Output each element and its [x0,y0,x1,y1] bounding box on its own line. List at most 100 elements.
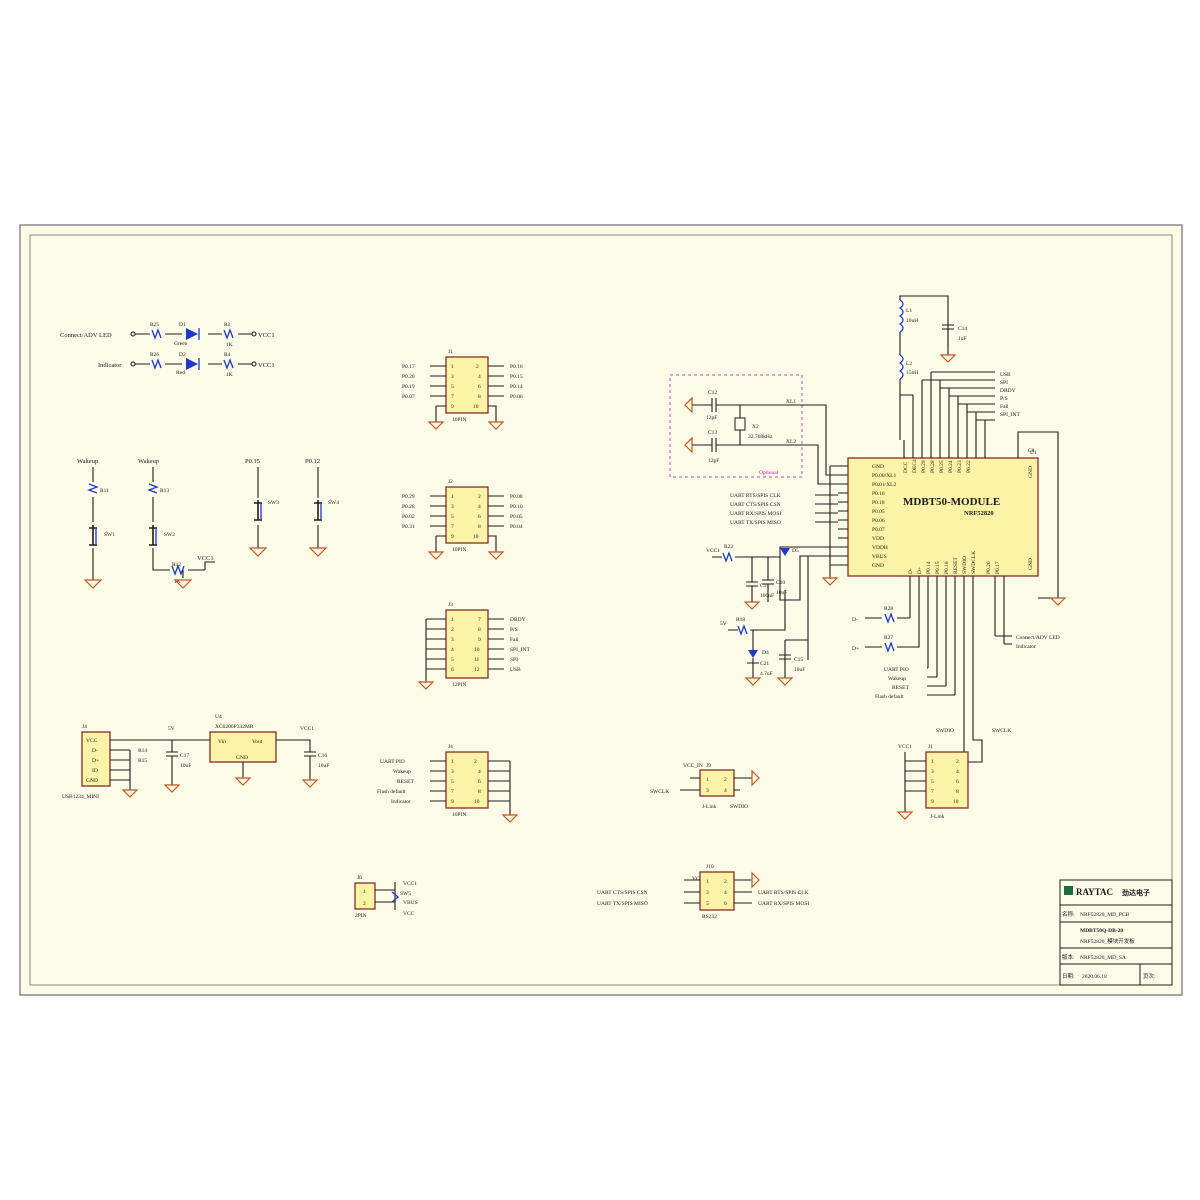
logo-text: RAYTAC [1076,887,1113,897]
pin-label: 1 [706,777,709,783]
pin-label: DEC4 [912,459,918,473]
pin-label: 3 [451,769,454,775]
r11-ref: R11 [100,488,109,494]
c16-ref: C16 [318,753,327,759]
pin-label: 1 [931,759,934,765]
j4-net: UART PIO [380,759,405,765]
j1-net: P0.06 [510,394,523,400]
net-5v: 5V [168,726,175,732]
pin-label: 4 [724,788,727,794]
pin-label: 2 [363,901,366,907]
pin-label: 7 [931,789,934,795]
r28-ref: R28 [884,606,893,612]
tb-row4-key: 日期: [1062,973,1075,980]
j2-net: P0.28 [402,504,415,510]
pin-label: 4 [451,647,454,653]
module-bottom-net: Flash default [875,693,904,700]
sw5-ref: SW5 [400,891,411,897]
r25-ref: R25 [150,322,159,328]
pin-label: 2 [956,759,959,765]
vcc-led-top: VCC1 [258,332,275,339]
header-j3: J3 12PIN 1 2 3 4 5 6 7 8 9 10 11 12 DRDY… [417,602,531,690]
j1-net: P0.14 [510,384,523,390]
c17-value: 10uF [180,763,191,769]
pin-label: D- [908,568,914,574]
r4-value: 1K [226,372,233,378]
j1-net: P0.17 [402,364,415,370]
j6-net: VCC1 [403,881,417,887]
l2-value: 15nH [906,370,918,376]
j3-net: P/S [510,627,518,633]
rs232-vcc: VCC [692,876,704,882]
swd-swdio: SWDIO [730,804,748,810]
c10-value: 10uF [776,590,787,596]
pin-label: 2 [474,759,477,765]
c13-value: 12pF [708,458,719,464]
pin-label: P0.01/XL2 [872,482,897,488]
d5-ref: D5 [792,548,799,554]
module-net: USB [1000,372,1011,378]
module-net: SPI [1000,380,1008,386]
j3-net: USB [510,667,521,673]
d4-ref: D4 [762,650,769,656]
net-dminus: D- [852,617,858,623]
rs232-type: RS232 [702,914,717,920]
j1-net: P0.19 [402,384,415,390]
module-bottom-net: RESET [892,685,909,691]
pin-label: VBUS [872,554,887,560]
j3-net: SPI [510,657,518,663]
pin-label: 2 [478,494,481,500]
pin-label: 10 [953,799,959,805]
pin-label: 7 [451,789,454,795]
rs232-net: UART RX/SPIS MOSI [758,901,809,907]
ldo-pin: GND [236,755,248,761]
pin-label: P0.28 [930,460,936,473]
rs232-ref: J10 [706,864,714,870]
pin-label: GND [1028,558,1034,570]
pin-label: 5 [451,657,454,663]
pin-label: 3 [451,374,454,380]
jlink-swdio: SWDIO [936,728,954,734]
jlink-type: J-Link [930,814,945,820]
j1-net: P0.15 [510,374,523,380]
pin-label: 5 [451,384,454,390]
switch-block: Wakeup Wakeup P0.15 P0.12 R11 SW1 R13 SW… [77,458,339,589]
usb-power-block: J4 VCC D- D+ ID GND USB1234_MINI R14 R15… [62,714,329,800]
module-subtitle: NRF52820 [964,510,994,517]
pin-label: 2 [724,879,727,885]
usb-pin: D- [92,748,98,754]
pin-label: 12 [474,667,480,673]
module-right-nets: Connect/ADV LED Indicator [995,635,1060,650]
pin-label: 1 [706,879,709,885]
power-input-block: VCC1 5V R22 D5 C11 100nF C10 10uF R18 D4… [706,544,838,686]
led-label-indicator: Indicator [98,362,122,369]
j4-ref: J4 [448,744,453,750]
jumper-j6: J6 1 2 2PIN VCC1 VBUS VCC SW5 [354,875,418,919]
tb-row3-val: NRF52820_MD_SA [1080,955,1126,961]
pin-label: P0.18 [944,561,950,574]
r14-ref: R14 [138,748,147,754]
pin-label: 9 [451,799,454,805]
sw1-net: Wakeup [77,458,98,465]
ldo-pin: Vout [252,739,263,745]
usb-pin: ID [92,768,98,774]
j1-net: P0.07 [402,394,415,400]
pin-label: 5 [451,779,454,785]
c15-ref: C15 [794,657,803,663]
logo-cn: 劲达电子 [1122,888,1150,897]
j6-net: VBUS [403,900,418,906]
r22-ref: R22 [724,544,733,550]
pin-label: P0.29 [921,460,927,473]
l1-ref: L1 [906,308,912,314]
r13-ref: R13 [160,488,169,494]
sw3-net: P0.15 [245,458,260,465]
tb-row1-key: 名称: [1062,910,1075,918]
j2-type: 10PIN [452,547,466,553]
pin-label: P0.14 [926,561,932,574]
module-left-net: UART TX/SPIS MISO [730,520,781,526]
c12-ref: C12 [708,390,717,396]
pin-label: 8 [478,627,481,633]
j4-type: 10PIN [452,812,466,818]
tb-row2-val2: NRF52820_模块开发板 [1080,937,1135,945]
